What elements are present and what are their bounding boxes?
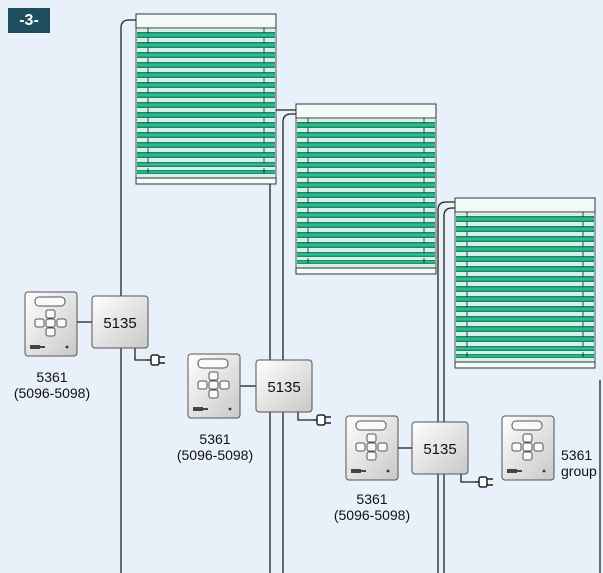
module-label: 5135 [267,379,300,396]
module-box-icon: 5135 [255,359,313,413]
module-label: 5135 [423,441,456,458]
power-plug-icon [474,476,494,488]
keypad-icon [187,353,241,419]
keypad-label: 5361 [36,369,67,385]
module-box-icon: 5135 [411,421,469,475]
blind-icon [135,13,277,185]
keypad-icon [501,415,555,481]
keypad-icon [24,291,78,357]
keypad-sublabel: (5096-5098) [334,507,410,523]
blind-icon [295,103,437,275]
keypad-icon [345,415,399,481]
keypad-sublabel: (5096-5098) [177,447,253,463]
power-plug-icon [312,414,332,426]
module-box-icon: 5135 [91,295,149,349]
keypad-label: 5361 [199,431,230,447]
keypad-label: 5361 [561,447,592,463]
power-plug-icon [146,354,166,366]
keypad-label: 5361 [356,491,387,507]
blind-icon [454,197,596,369]
module-label: 5135 [103,315,136,332]
group-sublabel: group [561,463,597,479]
step-badge: -3- [8,8,50,33]
keypad-sublabel: (5096-5098) [14,385,90,401]
